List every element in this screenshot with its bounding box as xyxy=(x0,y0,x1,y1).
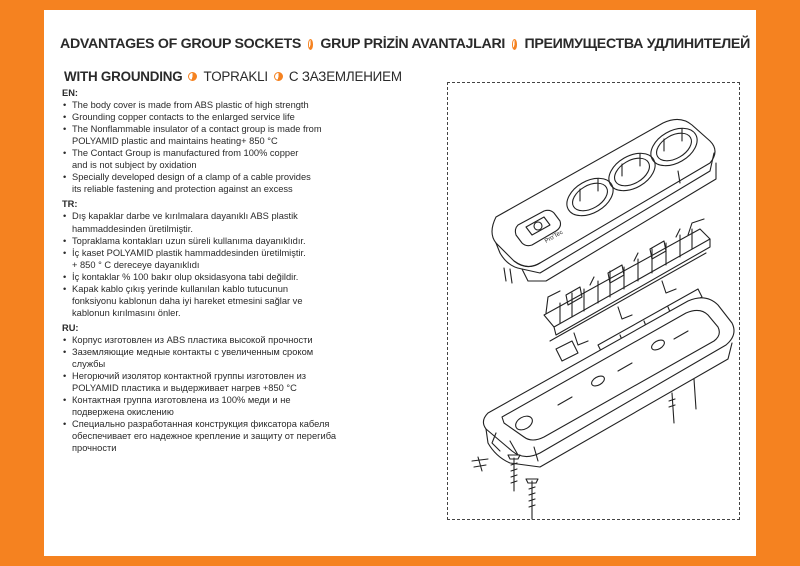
section-subtitle: WITH GROUNDING TOPRAKLI С ЗАЗЕМЛЕНИЕМ xyxy=(64,69,402,84)
list-item: fonksiyonu kablonun daha iyi hareket etm… xyxy=(72,295,303,306)
list-item: службы xyxy=(72,359,106,370)
list-item: Topraklama kontakları uzun süreli kullan… xyxy=(62,235,407,247)
features-text: EN: The body cover is made from ABS plas… xyxy=(62,87,407,454)
lang-label-en: EN: xyxy=(62,88,79,98)
lang-label-ru: RU: xyxy=(62,322,79,333)
list-item: Негорючий изолятор контактной группы изг… xyxy=(62,370,407,382)
list-item: обеспечивает его надежное крепление и за… xyxy=(72,431,337,442)
separator-icon xyxy=(188,72,198,81)
screws xyxy=(471,378,697,520)
exploded-power-strip-drawing-icon: Pro'Tec xyxy=(471,118,735,520)
subtitle-tr: TOPRAKLI xyxy=(203,69,268,84)
list-item: прочности xyxy=(72,443,117,454)
list-item: İç kontaklar % 100 bakır olup oksidasyon… xyxy=(62,271,407,283)
list-item: подвержена окислению xyxy=(72,407,174,418)
separator-icon xyxy=(273,72,283,81)
list-item: + 850 ° C dereceye dayanıklıdı xyxy=(72,259,200,270)
list-item: Контактная группа изготовлена из 100% ме… xyxy=(62,394,407,406)
separator-icon xyxy=(308,38,314,50)
list-item: Grounding copper contacts to the enlarge… xyxy=(62,111,407,123)
separator-icon xyxy=(512,38,518,50)
list-item: Специально разработанная конструкция фик… xyxy=(62,418,407,430)
title-ru: ПРЕИМУЩЕСТВА УДЛИНИТЕЛЕЙ xyxy=(524,36,750,52)
list-item: İç kaset POLYAMID plastik hammaddesinden… xyxy=(62,247,407,259)
brochure-page: ADVANTAGES OF GROUP SOCKETS GRUP PRİZİN … xyxy=(44,10,756,556)
illustration-frame: Pro'Tec xyxy=(447,82,740,520)
list-item: Корпус изготовлен из ABS пластика высоко… xyxy=(62,334,407,346)
list-item: Specially developed design of a clamp of… xyxy=(62,171,407,183)
subtitle-ru: С ЗАЗЕМЛЕНИЕМ xyxy=(288,69,402,84)
subtitle-en: WITH GROUNDING xyxy=(64,69,183,84)
socket-outlets xyxy=(566,127,698,217)
list-item: POLYAMID plastic and maintains heating+ … xyxy=(72,136,278,147)
list-item: The Nonflammable insulator of a contact … xyxy=(62,123,407,135)
list-item: and is not subject by oxidation xyxy=(72,160,197,171)
title-tr: GRUP PRİZİN AVANTAJLARI xyxy=(320,36,506,52)
list-item: hammaddesinden üretilmiştir. xyxy=(72,223,193,234)
list-item: Kapak kablo çıkış yerinde kullanılan kab… xyxy=(62,283,407,295)
list-item: kablonun kırılmasını önler. xyxy=(72,307,181,318)
page-title: ADVANTAGES OF GROUP SOCKETS GRUP PRİZİN … xyxy=(60,36,750,52)
lang-label-tr: TR: xyxy=(62,199,78,210)
bottom-housing xyxy=(482,297,735,468)
list-item: POLYAMID пластика и выдерживает нагрев +… xyxy=(72,383,297,394)
list-item: The Contact Group is manufactured from 1… xyxy=(62,147,407,159)
list-item: The body cover is made from ABS plastic … xyxy=(62,99,407,111)
title-en: ADVANTAGES OF GROUP SOCKETS xyxy=(60,36,301,52)
list-item: Заземляющие медные контакты с увеличенны… xyxy=(62,346,407,358)
list-item: its reliable fastening and protection ag… xyxy=(72,184,293,195)
list-item: Dış kapaklar darbe ve kırılmalara dayanı… xyxy=(62,210,407,222)
